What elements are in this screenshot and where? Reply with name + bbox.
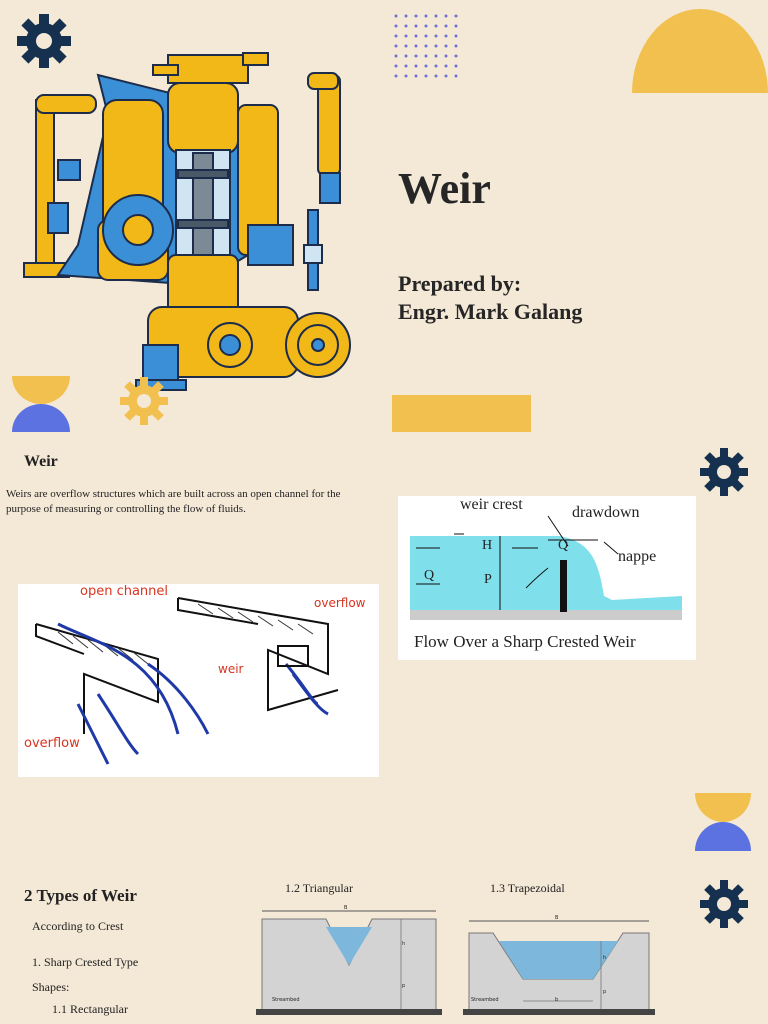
overflow-bottom-label: overflow [24, 736, 80, 751]
q-flow-label: Q [424, 568, 435, 583]
h-label: H [482, 538, 493, 553]
half-circle-decoration [632, 9, 768, 93]
sharp-crested-weir-diagram: weir crest drawdown nappe H Q P Q Flow O… [398, 496, 696, 660]
small-gear-icon [120, 377, 168, 425]
hourglass-decoration [695, 793, 751, 851]
slide-title: Weir [398, 164, 491, 213]
weir-description: Weirs are overflow structures which are … [6, 488, 341, 515]
streambed-label: Streambed [471, 997, 499, 1003]
triangular-weir-diagram: B Streambed h p [256, 905, 442, 1015]
weir-sketch-label: weir [218, 662, 244, 676]
trapezoidal-weir-diagram: B Streambed b h p [463, 915, 655, 1015]
gear-icon [17, 14, 71, 68]
hourglass-decoration [12, 376, 70, 432]
pump-machine-illustration [23, 52, 351, 391]
overflow-top-label: overflow [314, 596, 366, 610]
section-heading: Weir [24, 453, 58, 470]
nappe-label: nappe [618, 548, 657, 565]
p-label: P [484, 572, 492, 587]
p-dim-label: p [603, 989, 607, 995]
gear-icon [700, 880, 748, 928]
open-channel-sketch: open channel overflow weir overflow [18, 584, 379, 777]
list-item-sharp-crested: 1. Sharp Crested Type [32, 955, 139, 969]
q-crest-label: Q [558, 538, 569, 553]
dot-grid-decoration [394, 14, 458, 78]
author-block: Prepared by: Engr. Mark Galang [398, 270, 582, 326]
according-to-crest: According to Crest [32, 919, 124, 933]
b-bottom-label: b [555, 997, 559, 1003]
shapes-label: Shapes: [32, 980, 70, 994]
prepared-by-label: Prepared by: [398, 271, 522, 296]
weir-crest-label: weir crest [460, 496, 523, 513]
drawdown-label: drawdown [572, 504, 640, 521]
sub-item-triangular: 1.2 Triangular [285, 881, 354, 895]
accent-bar [392, 395, 531, 432]
types-heading: 2 Types of Weir [24, 886, 137, 905]
open-channel-label: open channel [80, 584, 169, 599]
h-dim-label: h [402, 941, 406, 947]
b-top-label: B [555, 915, 559, 921]
sub-item-trapezoidal: 1.3 Trapezoidal [490, 881, 565, 895]
diagram-caption: Flow Over a Sharp Crested Weir [414, 632, 636, 651]
p-dim-label: p [402, 983, 406, 989]
h-dim-label: h [603, 955, 607, 961]
gear-icon [700, 448, 748, 496]
b-top-label: B [344, 905, 348, 911]
author-name: Engr. Mark Galang [398, 299, 583, 324]
sub-item-rectangular: 1.1 Rectangular [52, 1002, 128, 1016]
streambed-label: Streambed [272, 997, 300, 1003]
